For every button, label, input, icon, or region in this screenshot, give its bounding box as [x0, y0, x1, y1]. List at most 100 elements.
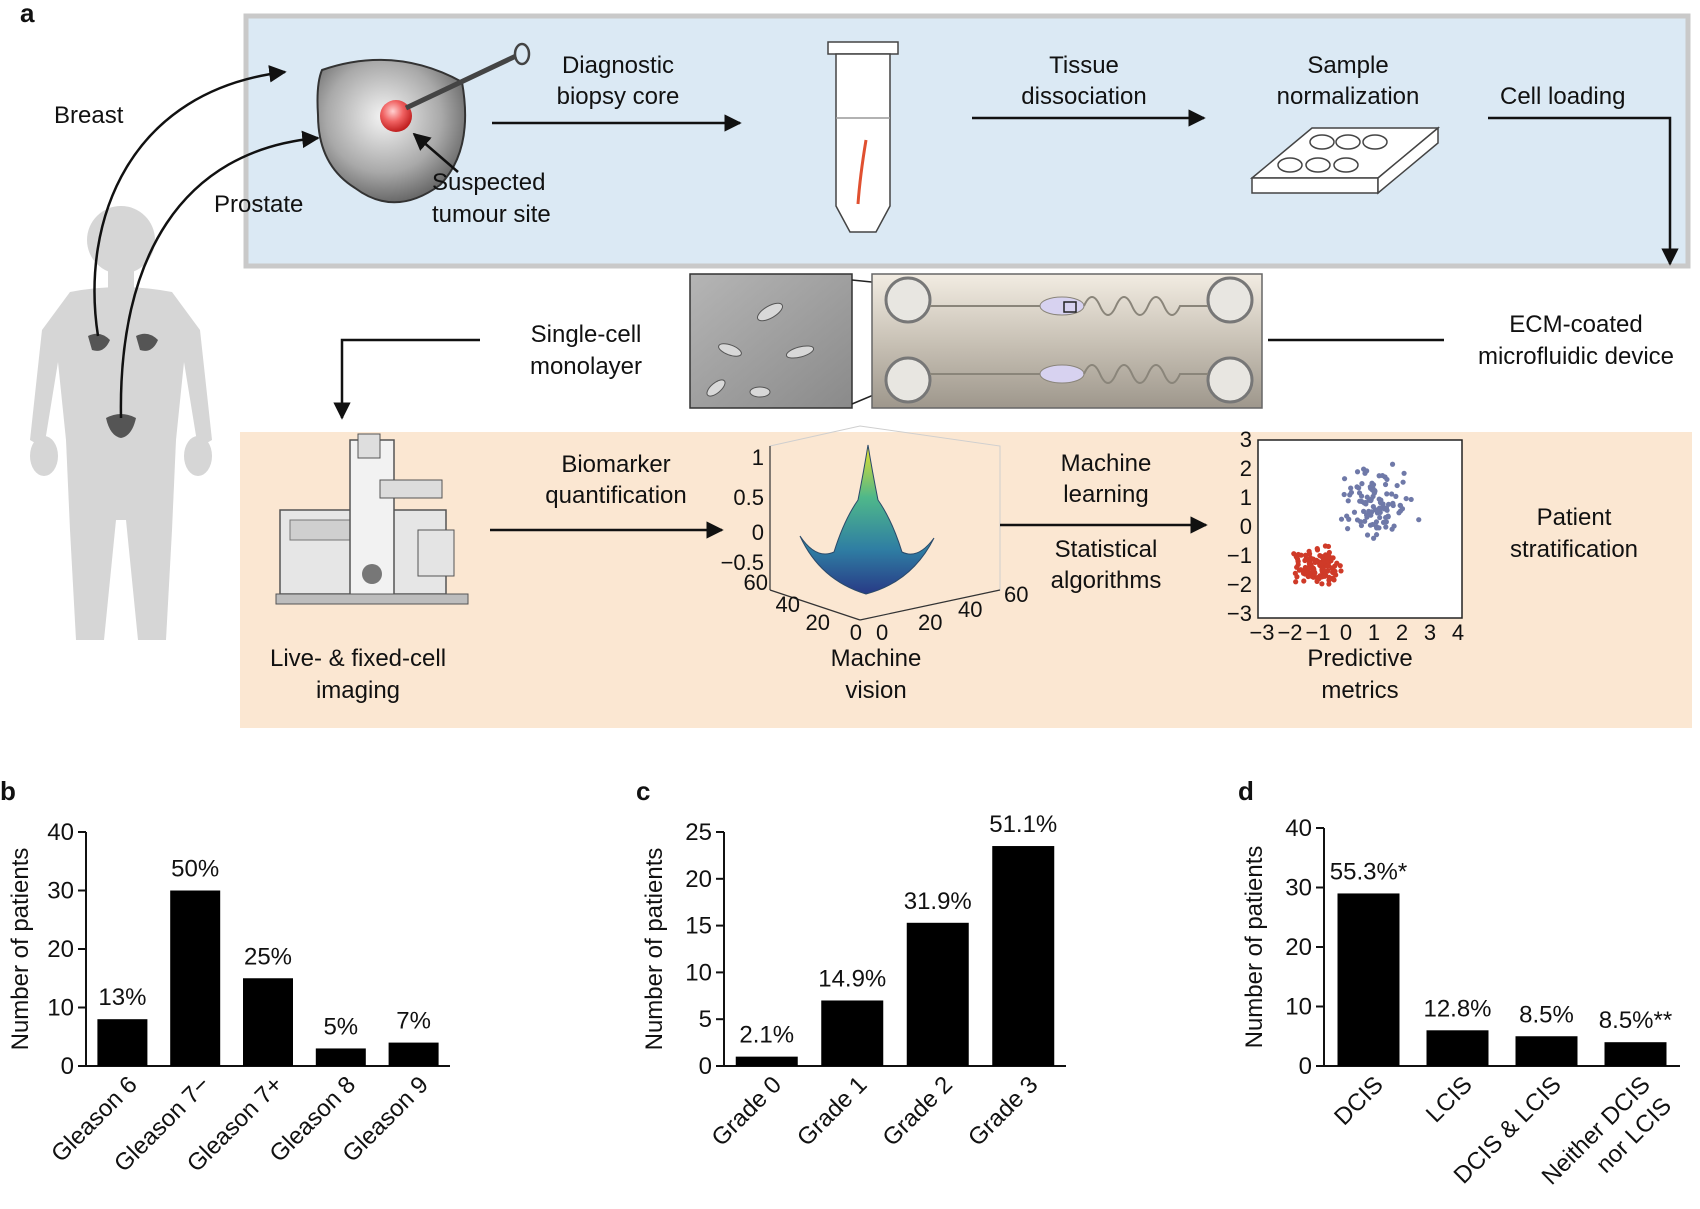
category-label: Grade 2	[878, 1071, 958, 1151]
step-imaging-line2: imaging	[316, 677, 400, 704]
scatter-y-tick: 1	[1240, 485, 1252, 510]
category-label: Grade 0	[707, 1071, 787, 1151]
panel-letter-c: c	[636, 776, 650, 806]
scatter-dot-blue	[1374, 507, 1380, 513]
scatter-dot-blue	[1370, 482, 1377, 488]
scatter-dot-red	[1326, 574, 1332, 581]
bar-value-label: 5%	[323, 1013, 358, 1040]
scatter-y-tick: −2	[1227, 572, 1252, 597]
bar-value-label: 2.1%	[739, 1022, 794, 1049]
scatter-dot-blue	[1389, 491, 1395, 497]
step-normalization-line2: normalization	[1277, 83, 1420, 110]
y-tick-label: 20	[47, 936, 74, 963]
scatter-dot-blue	[1359, 481, 1365, 487]
scatter-dot-blue	[1389, 461, 1396, 467]
panel-letter-a: a	[20, 0, 35, 28]
scatter-dot-blue	[1379, 472, 1386, 479]
scatter-dot-blue	[1338, 516, 1345, 522]
step-loading: Cell loading	[1500, 83, 1625, 110]
scatter-dot-red	[1302, 557, 1308, 564]
step-monolayer-line2: monolayer	[530, 353, 642, 380]
scatter-dot-blue	[1390, 500, 1396, 506]
bar-value-label: 8.5%	[1519, 1001, 1574, 1028]
tube-icon	[827, 41, 899, 233]
y-tick-label: 10	[47, 995, 74, 1022]
scatter-dot-blue	[1345, 498, 1351, 504]
monolayer-image	[689, 273, 853, 409]
category-label: Grade 3	[963, 1071, 1043, 1151]
bar	[1604, 1042, 1667, 1066]
category-label-line: Grade 3	[963, 1071, 1043, 1151]
bar-value-label: 51.1%	[989, 811, 1057, 838]
bar-value-label: 50%	[171, 856, 219, 883]
scatter-dot-blue	[1416, 517, 1422, 523]
scatter-x-tick: −1	[1305, 620, 1330, 645]
y-tick-label: 5	[699, 1006, 712, 1033]
scatter-dot-blue	[1373, 532, 1380, 538]
scatter-dot-blue	[1364, 468, 1370, 474]
tumour-icon	[380, 100, 412, 132]
scatter-x-tick: 1	[1368, 620, 1380, 645]
scatter-dot-red	[1326, 563, 1332, 569]
scatter-dot-blue	[1357, 498, 1363, 504]
scatter-dot-red	[1306, 548, 1312, 554]
scatter-dot-blue	[1341, 476, 1348, 482]
y-tick-label: 25	[685, 819, 712, 846]
surface-x-tick: 20	[806, 610, 830, 635]
y-tick-label: 20	[1285, 934, 1312, 961]
step-dissociation-line1: Tissue	[1049, 52, 1119, 79]
step-stats-line1: Statistical	[1055, 536, 1158, 563]
scatter-dot-blue	[1389, 526, 1395, 532]
arrow-monolayer	[333, 338, 480, 420]
category-label: Grade 1	[792, 1071, 872, 1151]
scatter-dot-blue	[1351, 509, 1358, 515]
prostate-arrow	[119, 130, 320, 419]
scatter-dot-red	[1318, 561, 1324, 567]
bar	[97, 1019, 148, 1066]
scatter-x-tick: −2	[1277, 620, 1302, 645]
scatter-dot-red	[1330, 569, 1336, 575]
step-biomarker-line1: Biomarker	[561, 451, 670, 478]
prostate-label: Prostate	[214, 191, 303, 218]
bar-value-label: 7%	[396, 1008, 431, 1035]
scatter-dot-red	[1305, 573, 1311, 580]
scatter-dot-blue	[1377, 514, 1383, 521]
y-axis-label: Number of patients	[1241, 846, 1268, 1049]
y-tick-label: 40	[47, 819, 74, 846]
scatter-dot-red	[1301, 578, 1307, 584]
surface-x-tick: 60	[744, 570, 768, 595]
step-ml-line2: learning	[1063, 481, 1148, 508]
scatter-dot-blue	[1381, 506, 1388, 512]
bar	[906, 922, 969, 1066]
scatter-dot-blue	[1408, 496, 1414, 503]
scatter-dot-red	[1319, 581, 1325, 587]
step-biopsy-line2: biopsy core	[557, 83, 680, 110]
scatter-dot-blue	[1370, 521, 1376, 528]
panel-a: a Breast Prostate Suspected tumour site	[20, 0, 1692, 728]
scatter-dot-blue	[1403, 495, 1409, 502]
scatter-dot-red	[1312, 559, 1318, 565]
scatter-dot-blue	[1345, 526, 1351, 532]
step-vision-line2: vision	[845, 677, 906, 704]
scatter-x-tick: 3	[1424, 620, 1436, 645]
panel-letter-d: d	[1238, 776, 1254, 806]
scatter-dot-blue	[1363, 512, 1370, 518]
surface-x-tick: 40	[776, 592, 800, 617]
y-tick-label: 0	[61, 1053, 74, 1080]
scatter-dot-blue	[1401, 470, 1407, 476]
scatter-dot-red	[1326, 581, 1332, 587]
step-imaging-line1: Live- & fixed-cell	[270, 645, 446, 672]
surface-plot: 1 0.5 0 −0.5 60 40 20 0 0 20 40 60	[721, 425, 1028, 645]
step-monolayer-line1: Single-cell	[531, 321, 642, 348]
tumour-label-line2: tumour site	[432, 201, 551, 228]
category-label-line: Grade 2	[878, 1071, 958, 1151]
step-metrics-line1: Predictive	[1307, 645, 1412, 672]
step-device-line2: microfluidic device	[1478, 343, 1674, 370]
step-stratification-line2: stratification	[1510, 536, 1638, 563]
scatter-dot-blue	[1380, 519, 1387, 526]
step-stats-line2: algorithms	[1051, 567, 1162, 594]
scatter-dot-red	[1331, 577, 1337, 583]
